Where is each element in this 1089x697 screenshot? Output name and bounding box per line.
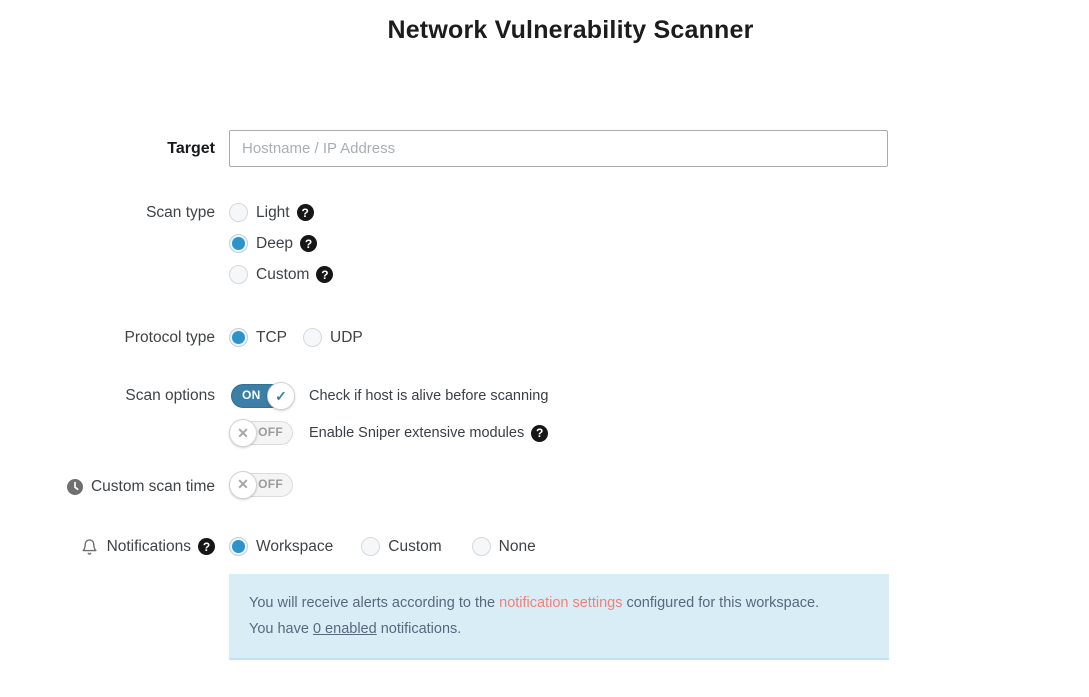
sniper-modules-description: Enable Sniper extensive modules <box>309 425 525 441</box>
toggle-state-label: ON <box>242 388 261 402</box>
help-icon-sniper[interactable]: ? <box>531 424 549 442</box>
scan-type-option-custom[interactable]: Custom ? <box>229 265 334 284</box>
info-text: You have <box>249 621 313 637</box>
info-line-1: You will receive alerts according to the… <box>249 590 869 616</box>
custom-scan-time-label: Custom scan time <box>90 478 215 495</box>
target-row: Target <box>0 130 910 167</box>
page-title: Network Vulnerability Scanner <box>387 16 754 44</box>
notifications-row: Notifications ? Workspace Custom None <box>0 537 910 556</box>
info-text: configured for this workspace. <box>622 595 820 611</box>
scan-type-row: Scan type Light ? Deep ? Custom ? <box>0 203 910 284</box>
help-icon-light[interactable]: ? <box>296 204 314 221</box>
help-icon-notifications[interactable]: ? <box>198 538 215 555</box>
radio-custom-notif[interactable] <box>361 537 381 556</box>
protocol-type-label: Protocol type <box>124 328 215 346</box>
sniper-modules-toggle[interactable]: OFF ✕ <box>229 419 295 447</box>
scan-form: Target Scan type Light ? Deep ? <box>0 130 910 660</box>
radio-tcp-label[interactable]: TCP <box>256 328 287 346</box>
radio-none-label[interactable]: None <box>498 537 536 555</box>
radio-workspace[interactable] <box>229 537 248 556</box>
radio-light-label[interactable]: Light <box>256 203 290 221</box>
info-text: notifications. <box>376 621 462 637</box>
radio-tcp[interactable] <box>229 328 248 347</box>
scan-options-label: Scan options <box>125 387 215 404</box>
info-text: You will receive alerts according to the <box>249 595 500 611</box>
radio-workspace-label[interactable]: Workspace <box>256 537 334 555</box>
radio-udp[interactable] <box>303 328 322 347</box>
radio-custom[interactable] <box>229 265 248 284</box>
radio-udp-label[interactable]: UDP <box>330 328 363 346</box>
target-input[interactable] <box>229 130 888 167</box>
scan-type-option-deep[interactable]: Deep ? <box>229 234 333 253</box>
notifications-label: Notifications <box>106 537 191 555</box>
scan-type-label: Scan type <box>146 204 215 221</box>
help-icon-deep[interactable]: ? <box>300 235 318 252</box>
check-icon: ✓ <box>267 382 295 410</box>
host-alive-toggle[interactable]: ON ✓ <box>229 382 295 410</box>
clock-icon <box>66 479 83 495</box>
enabled-notifications-link[interactable]: 0 enabled <box>312 621 377 637</box>
cross-icon: ✕ <box>229 470 257 499</box>
notification-settings-link[interactable]: notification settings <box>499 595 623 611</box>
toggle-state-label: OFF <box>258 476 283 491</box>
scan-options-row: Scan options ON ✓ Check if host is alive… <box>0 382 910 447</box>
radio-none[interactable] <box>471 537 491 556</box>
cross-icon: ✕ <box>229 419 257 447</box>
radio-deep-label[interactable]: Deep <box>256 234 294 252</box>
target-label: Target <box>167 139 215 157</box>
host-alive-description: Check if host is alive before scanning <box>309 388 549 404</box>
toggle-state-label: OFF <box>258 425 283 439</box>
notification-info-row: You will receive alerts according to the… <box>0 574 910 660</box>
radio-custom-notif-label[interactable]: Custom <box>388 537 442 555</box>
custom-scan-time-row: Custom scan time OFF ✕ <box>0 470 910 501</box>
radio-deep[interactable] <box>229 234 248 253</box>
scan-type-option-light[interactable]: Light ? <box>229 203 333 222</box>
bell-icon <box>81 538 98 556</box>
radio-light[interactable] <box>229 203 248 222</box>
info-line-2: You have 0 enabled notifications. <box>249 616 869 642</box>
radio-custom-label[interactable]: Custom <box>256 265 310 283</box>
notification-info-box: You will receive alerts according to the… <box>229 574 889 660</box>
protocol-type-row: Protocol type TCP UDP <box>0 328 910 347</box>
help-icon-custom[interactable]: ? <box>316 266 334 283</box>
custom-scan-time-toggle[interactable]: OFF ✕ <box>229 470 295 499</box>
